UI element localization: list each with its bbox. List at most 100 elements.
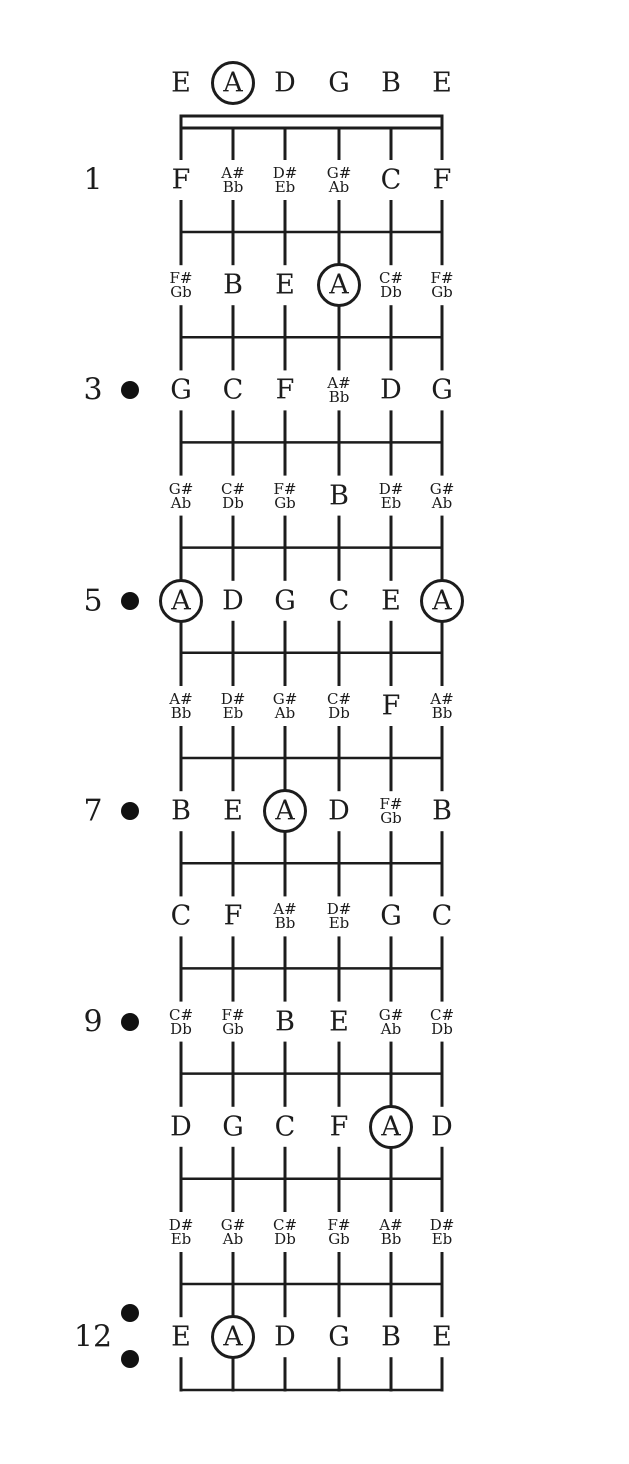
sharp-name: C# — [272, 1216, 298, 1234]
fret-number: 3 — [83, 372, 103, 408]
label-mask — [318, 686, 360, 726]
fret-note-enharmonic: A#Bb — [169, 690, 193, 722]
flat-name: Gb — [222, 1019, 244, 1038]
label-mask — [318, 1106, 360, 1147]
fret-note: C — [431, 900, 453, 932]
label-mask — [264, 265, 306, 306]
sharp-name: D# — [378, 479, 404, 498]
fret-note: F — [432, 164, 452, 196]
fret-note-enharmonic: F#Gb — [328, 1218, 351, 1248]
label-mask — [264, 1317, 306, 1358]
fret-note-enharmonic: D#Eb — [273, 166, 298, 195]
label-mask — [318, 791, 360, 832]
label-mask — [421, 791, 463, 832]
flat-name: Db — [222, 493, 244, 512]
label-mask — [160, 1001, 202, 1042]
fret-note-enharmonic: C#Db — [379, 271, 403, 302]
label-mask — [264, 896, 306, 937]
label-mask — [264, 686, 306, 726]
sharp-name: A# — [169, 690, 193, 708]
fret-note-enharmonic: A#Bb — [221, 164, 245, 196]
fret-note: E — [432, 1321, 452, 1353]
fret-note: G — [431, 374, 453, 406]
open-string-note: D — [274, 67, 296, 99]
fret-note-enharmonic: G#Ab — [221, 1218, 246, 1248]
fret-note: C — [222, 374, 244, 406]
fret-note: A — [329, 269, 349, 301]
label-mask — [370, 1001, 412, 1042]
fret-note-enharmonic: D#Eb — [169, 1218, 194, 1247]
fret-note: G — [328, 1321, 350, 1353]
label-mask — [370, 686, 412, 726]
fret-note: F — [275, 374, 295, 406]
flat-name: Db — [431, 1019, 453, 1038]
fret-note: D — [431, 1111, 453, 1143]
flat-name: Db — [380, 283, 402, 302]
label-mask — [212, 686, 254, 726]
label-mask — [370, 1212, 412, 1252]
flat-name: Db — [170, 1019, 192, 1038]
label-mask — [318, 1317, 360, 1358]
label-mask — [160, 265, 202, 306]
inlay-dot — [121, 1012, 139, 1031]
flat-name: Gb — [328, 1230, 350, 1248]
label-mask — [212, 580, 254, 621]
label-mask — [160, 896, 202, 937]
highlight-circle — [369, 1104, 413, 1149]
sharp-name: A# — [221, 164, 245, 182]
fret-note-enharmonic: G#Ab — [273, 692, 298, 721]
label-mask — [212, 1001, 254, 1042]
sharp-name: C# — [168, 1005, 194, 1024]
highlight-circle — [211, 61, 255, 105]
label-mask — [212, 1212, 254, 1252]
label-mask — [212, 791, 254, 832]
fret-note: D — [170, 1111, 192, 1143]
flat-name: Bb — [170, 704, 192, 722]
label-mask — [370, 896, 412, 937]
fret-note: C — [380, 164, 402, 196]
fret-note: E — [171, 1321, 191, 1353]
flat-name: Bb — [328, 388, 350, 407]
inlay-dot — [121, 1304, 139, 1323]
label-mask — [318, 1001, 360, 1042]
sharp-name: A# — [273, 900, 297, 919]
fret-note: E — [329, 1006, 349, 1038]
label-mask — [370, 1317, 412, 1358]
fret-note: E — [223, 795, 243, 827]
fret-note: F — [381, 690, 401, 722]
highlight-circle — [420, 578, 464, 623]
label-mask — [264, 1212, 306, 1252]
fret-note-enharmonic: F#Gb — [274, 481, 297, 510]
fret-note-enharmonic: C#Db — [430, 1007, 454, 1038]
label-mask — [160, 63, 202, 103]
flat-name: Ab — [328, 178, 350, 196]
label-mask — [318, 370, 360, 411]
label-mask — [264, 1106, 306, 1147]
fret-note-enharmonic: G#Ab — [327, 166, 352, 196]
label-mask — [370, 370, 412, 411]
fret-number: 9 — [83, 1004, 103, 1040]
flat-name: Bb — [222, 178, 244, 196]
fret-note: C — [170, 900, 192, 932]
sharp-name: D# — [326, 900, 352, 919]
fret-note-enharmonic: A#Bb — [430, 690, 454, 721]
fret-note: D — [380, 374, 402, 406]
fret-note: F — [171, 164, 191, 196]
label-mask — [318, 63, 360, 103]
label-mask — [421, 686, 463, 726]
sharp-name: A# — [430, 690, 454, 708]
fret-note-enharmonic: A#Bb — [379, 1218, 402, 1247]
label-mask — [160, 1317, 202, 1358]
flat-name: Ab — [222, 1230, 244, 1248]
label-mask — [212, 370, 254, 411]
sharp-name: F# — [430, 269, 454, 288]
flat-name: Ab — [170, 493, 192, 512]
sharp-name: D# — [220, 690, 246, 708]
fret-note-enharmonic: F#Gb — [222, 1007, 245, 1038]
label-mask — [421, 1001, 463, 1042]
fret-note: B — [223, 269, 243, 301]
label-mask — [370, 160, 412, 200]
fret-number: 5 — [83, 583, 103, 619]
label-mask — [370, 791, 412, 832]
label-mask — [421, 370, 463, 411]
